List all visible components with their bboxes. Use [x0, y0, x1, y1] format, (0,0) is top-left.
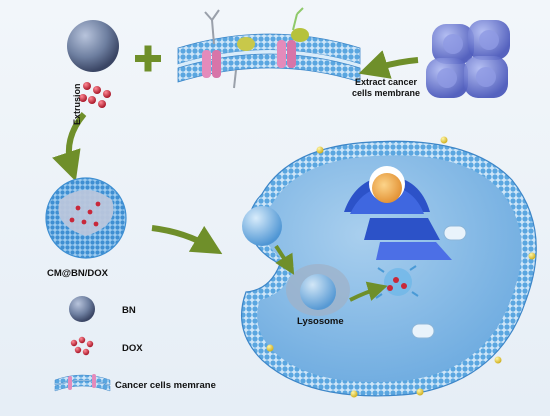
arrow-extrusion — [52, 112, 87, 182]
legend-bn-icon — [69, 296, 95, 322]
legend-dox-icon — [70, 336, 94, 356]
golgi-nucleus — [344, 166, 452, 260]
extract-label-line1: Extract cancer — [355, 77, 418, 87]
endocytosed-particle — [242, 206, 282, 246]
cm-bn-dox-particle — [45, 177, 127, 259]
mitochondrion — [443, 225, 467, 241]
lysosome — [286, 264, 350, 316]
dox-cluster — [79, 82, 111, 108]
arrow-internal-2 — [349, 281, 388, 302]
cancer-cells-cluster — [426, 20, 510, 98]
extract-label-line2: cells membrane — [352, 88, 421, 98]
lysosome-label: Lysosome — [297, 316, 344, 327]
membrane-strip — [177, 7, 361, 89]
arrow-to-cell — [151, 225, 223, 255]
drug-release-burst — [375, 265, 419, 299]
legend-membrane-icon — [54, 374, 111, 392]
cm-bn-dox-label: CM@BN/DOX — [47, 268, 108, 279]
legend-dox-label: DOX — [122, 343, 143, 354]
arrow-internal-1 — [274, 244, 295, 275]
legend-membrane-label: Cancer cells memrane — [115, 380, 216, 391]
mitochondrion-2 — [411, 323, 435, 339]
extract-label: Extract cancer cells membrane — [352, 77, 420, 99]
arrow-extract — [358, 50, 419, 79]
extrusion-label: Extrusion — [72, 83, 82, 125]
plus-sign-icon — [135, 45, 161, 72]
bn-sphere — [67, 20, 119, 72]
cancer-cell-large — [240, 136, 537, 398]
legend-bn-label: BN — [122, 305, 136, 316]
